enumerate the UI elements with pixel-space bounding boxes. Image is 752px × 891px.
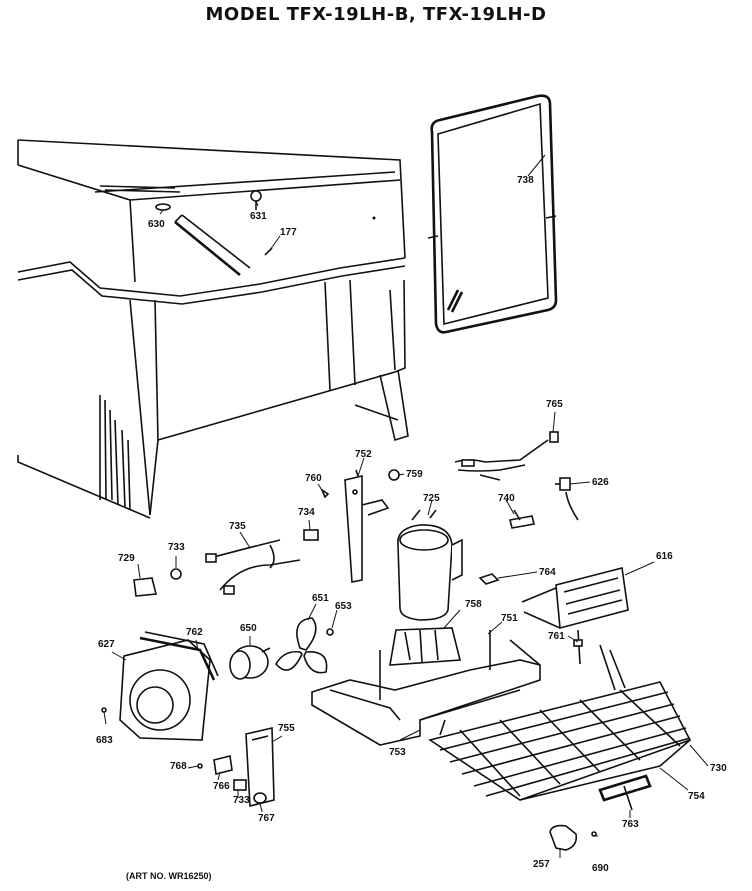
callout-754: 754 (688, 791, 705, 802)
condenser-coil-730 (428, 644, 692, 802)
bracket-755 (245, 727, 275, 808)
bracket-752 (344, 469, 390, 583)
callout-177: 177 (280, 227, 297, 238)
part-761 (573, 629, 583, 665)
callout-758: 758 (465, 599, 482, 610)
callout-768: 768 (170, 761, 187, 772)
callout-755: 755 (278, 723, 295, 734)
fan-motor-650 (229, 645, 271, 680)
part-616 (521, 567, 629, 630)
callout-651: 651 (312, 593, 329, 604)
part-626 (555, 477, 579, 521)
callout-752: 752 (355, 449, 372, 460)
wire-harness-765 (454, 431, 559, 481)
part-760 (320, 487, 330, 499)
callout-627: 627 (98, 639, 115, 650)
callout-765: 765 (546, 399, 563, 410)
callout-733-upper: 733 (168, 542, 185, 553)
part-759 (388, 469, 400, 481)
refrigerator-cabinet (17, 139, 409, 519)
part-257 (549, 824, 578, 851)
callout-729: 729 (118, 553, 135, 564)
part-734 (303, 529, 319, 541)
part-767 (253, 792, 267, 804)
callout-762: 762 (186, 627, 203, 638)
part-733a (170, 568, 182, 580)
callout-683: 683 (96, 735, 113, 746)
base-pan-751 (311, 630, 541, 746)
diagram-title: MODEL TFX-19LH-B, TFX-19LH-D (205, 4, 547, 25)
compressor-725 (389, 509, 463, 666)
part-740 (509, 509, 535, 529)
callout-257: 257 (533, 859, 550, 870)
callout-626: 626 (592, 477, 609, 488)
part-733b (233, 779, 247, 791)
callout-738: 738 (517, 175, 534, 186)
art-number: (ART NO. WR16250) (126, 871, 212, 881)
part-768 (197, 763, 203, 769)
part-690 (591, 831, 597, 837)
callout-631: 631 (250, 211, 267, 222)
door-gasket-738 (427, 94, 558, 334)
callout-733-lower: 733 (233, 795, 250, 806)
callout-734: 734 (298, 507, 315, 518)
callout-690: 690 (592, 863, 609, 874)
wire-harness-735 (205, 539, 301, 595)
callout-735: 735 (229, 521, 246, 532)
callout-740: 740 (498, 493, 515, 504)
callout-767: 767 (258, 813, 275, 824)
callout-753: 753 (389, 747, 406, 758)
callout-730: 730 (710, 763, 727, 774)
part-766 (213, 755, 233, 775)
fan-shroud-627 (119, 631, 219, 741)
callout-725: 725 (423, 493, 440, 504)
callout-763: 763 (622, 819, 639, 830)
part-683 (101, 707, 107, 713)
callout-653: 653 (335, 601, 352, 612)
part-763 (623, 785, 633, 811)
part-764 (478, 573, 500, 585)
callout-leaders (103, 154, 709, 858)
callout-761: 761 (548, 631, 565, 642)
part-729 (133, 577, 158, 597)
callout-759: 759 (406, 469, 423, 480)
callout-630: 630 (148, 219, 165, 230)
callout-760: 760 (305, 473, 322, 484)
callout-766: 766 (213, 781, 230, 792)
part-653 (326, 628, 334, 636)
fan-blade-651 (275, 617, 328, 674)
callout-764: 764 (539, 567, 556, 578)
callout-650: 650 (240, 623, 257, 634)
callout-616: 616 (656, 551, 673, 562)
callout-751: 751 (501, 613, 518, 624)
